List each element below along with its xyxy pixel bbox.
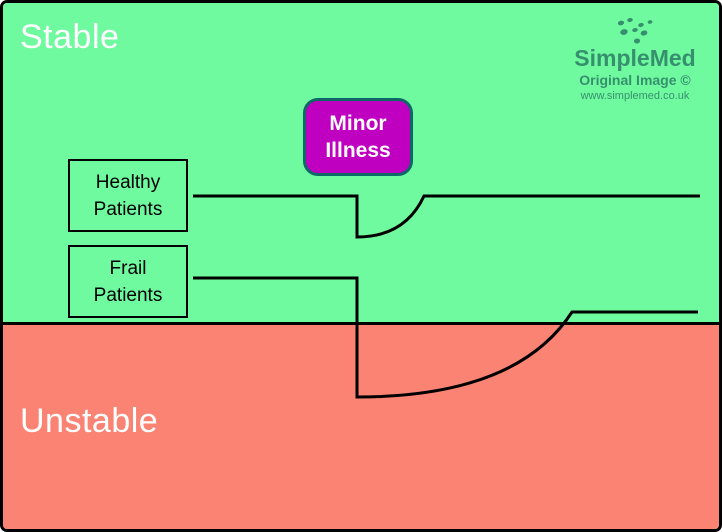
- simplemed-dots-icon: [617, 17, 653, 44]
- healthy-trajectory-line: [193, 194, 700, 239]
- watermark-brand: SimpleMed: [574, 45, 696, 71]
- watermark-url: www.simplemed.co.uk: [580, 89, 690, 102]
- healthy-patients-label-line2: Patients: [93, 198, 163, 220]
- minor-illness-label-line1: Minor: [329, 112, 387, 135]
- frail-patients-box: Frail Patients: [68, 245, 188, 318]
- frail-patients-label-line2: Patients: [93, 284, 163, 306]
- trajectory-lines: [193, 194, 700, 399]
- healthy-patients-label-line1: Healthy: [95, 171, 161, 193]
- minor-illness-label-line2: Illness: [325, 139, 391, 162]
- unstable-region-label: Unstable: [20, 402, 159, 440]
- watermark-subtitle: Original Image ©: [579, 72, 691, 89]
- frail-trajectory-line: [193, 276, 698, 399]
- minor-illness-box: Minor Illness: [303, 98, 413, 176]
- unstable-region: [3, 322, 719, 529]
- stable-region-label: Stable: [20, 18, 120, 56]
- watermark: SimpleMed Original Image © www.simplemed…: [561, 8, 709, 102]
- healthy-patients-box: Healthy Patients: [68, 159, 188, 232]
- frail-patients-label-line1: Frail: [109, 257, 147, 279]
